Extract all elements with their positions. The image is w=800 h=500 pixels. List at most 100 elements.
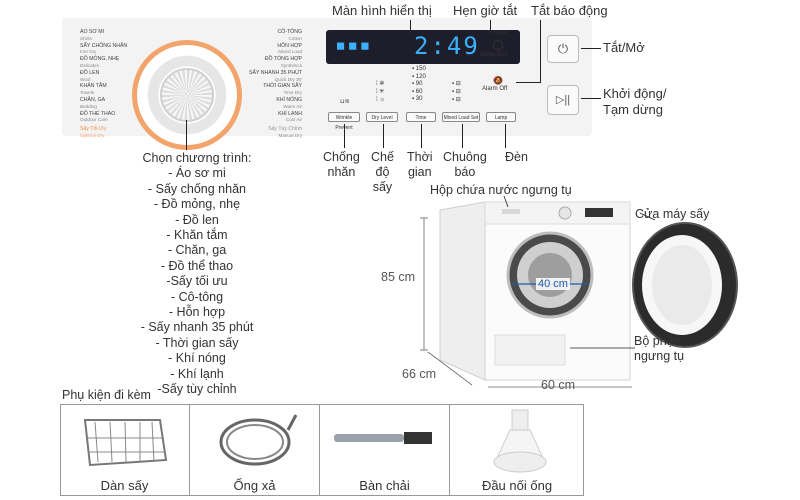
label-lamp: Đèn (505, 150, 528, 164)
dryer-mini-display (585, 208, 613, 217)
condenser-cover (494, 334, 566, 366)
callout-line (344, 124, 345, 148)
dryer-side (439, 201, 486, 381)
callout-line (516, 82, 541, 83)
dry-level-indicators: ⁞ ✲⁞ ✳⁞ ☼ (376, 81, 385, 103)
callout-line (383, 124, 384, 148)
dryer-dial (558, 206, 572, 220)
accessories-frame (60, 404, 584, 496)
program-dial-knob[interactable] (160, 68, 214, 122)
list-item: - Sấy nhanh 35 phút (140, 320, 254, 335)
drying-rack-image (83, 419, 168, 467)
list-item: - Chăn, ga (167, 243, 227, 258)
label-power: Tắt/Mở (603, 40, 645, 55)
label-water-tank: Hộp chứa nước ngưng tụ (430, 183, 572, 197)
callout-line (410, 20, 411, 34)
program-list: Chọn chương trình: - Áo sơ mi - Sấy chốn… (122, 151, 272, 398)
callout-line (462, 124, 463, 148)
delay-end-label: Delay End (480, 52, 508, 58)
label-width: 60 cm (541, 378, 576, 392)
list-item: - Khăn tắm (166, 228, 228, 243)
wrinkle-prevent-button[interactable]: Wrinkle Prevent (328, 112, 360, 131)
label-height: 85 cm (381, 270, 416, 284)
label-drum: 40 cm (536, 278, 570, 290)
list-item: - Áo sơ mi (168, 166, 226, 181)
dry-level-button[interactable]: Dry Level (366, 112, 398, 122)
power-icon: ⏻ (557, 41, 569, 56)
power-button[interactable]: ⏻ (547, 35, 579, 63)
callout-line (581, 98, 601, 99)
list-item: - Sấy chống nhăn (148, 181, 246, 196)
mixed-load-indicators: ▪ ⊟▪ ⊟▪ ⊟ (452, 81, 461, 103)
list-item: -Sấy tối ưu (166, 274, 228, 289)
label-alarm: Tắt báo động (531, 3, 608, 18)
label-start: Khởi động/Tạm dừng (603, 86, 667, 117)
list-item: - Khí lạnh (170, 366, 224, 381)
list-item: - Thời gian sấy (155, 335, 239, 350)
hose-connector-image (493, 409, 547, 473)
list-item: - Đồ len (175, 212, 219, 227)
list-item: - Đồ thể thao (160, 258, 234, 273)
accessory-caption: Dàn sấy (100, 478, 149, 493)
list-item: - Hỗn hợp (168, 305, 226, 320)
mixed-load-button[interactable]: Mixed Load Set (442, 112, 480, 122)
list-item: -Sấy tùy chỉnh (157, 382, 237, 397)
accessory-caption: Ống xả (233, 478, 276, 493)
wrinkle-indicator-icon: ⊔≋ (340, 99, 350, 105)
display-time: 2:49 (414, 32, 480, 60)
callout-line (581, 48, 601, 49)
bell-off-icon[interactable]: 🔕 (493, 76, 503, 85)
drain-hose-image (219, 414, 298, 466)
list-item: - Khí nóng (168, 351, 226, 366)
label-depth: 66 cm (402, 367, 437, 381)
accessory-caption: Đầu nối ống (481, 478, 553, 493)
program-list-title: Chọn chương trình: (142, 151, 252, 165)
callout-line (421, 124, 422, 148)
accessory-brush: Bàn chải (320, 404, 450, 496)
label-door: Cửa máy sấy (635, 207, 710, 221)
label-display: Màn hình hiển thị (332, 3, 432, 18)
callout-line (540, 20, 541, 82)
list-item: - Đồ mỏng, nhẹ (153, 197, 241, 212)
time-button[interactable]: Time (406, 112, 436, 122)
callout-line (186, 120, 187, 150)
callout-line (490, 20, 491, 36)
label-delay: Hẹn giờ tắt (453, 3, 518, 18)
depth-dimension-line (427, 351, 473, 386)
accessories-title: Phụ kiện đi kèm (62, 388, 151, 402)
start-pause-button[interactable]: ▷|| (547, 85, 579, 115)
clock-icon[interactable] (493, 40, 503, 50)
delay-hours-label: (3 hours) (488, 30, 509, 36)
accessory-drain-hose: Ống xả (190, 404, 320, 496)
accessory-drying-rack: Dàn sấy (60, 404, 190, 496)
brush-image (334, 432, 432, 444)
list-item: - Cô-tông (170, 289, 224, 304)
accessory-hose-connector: Đầu nối ống (450, 404, 584, 496)
lamp-button[interactable]: Lamp (486, 112, 516, 122)
play-pause-icon: ▷|| (555, 94, 571, 106)
alarm-off-label: Alarm Off (482, 86, 508, 92)
